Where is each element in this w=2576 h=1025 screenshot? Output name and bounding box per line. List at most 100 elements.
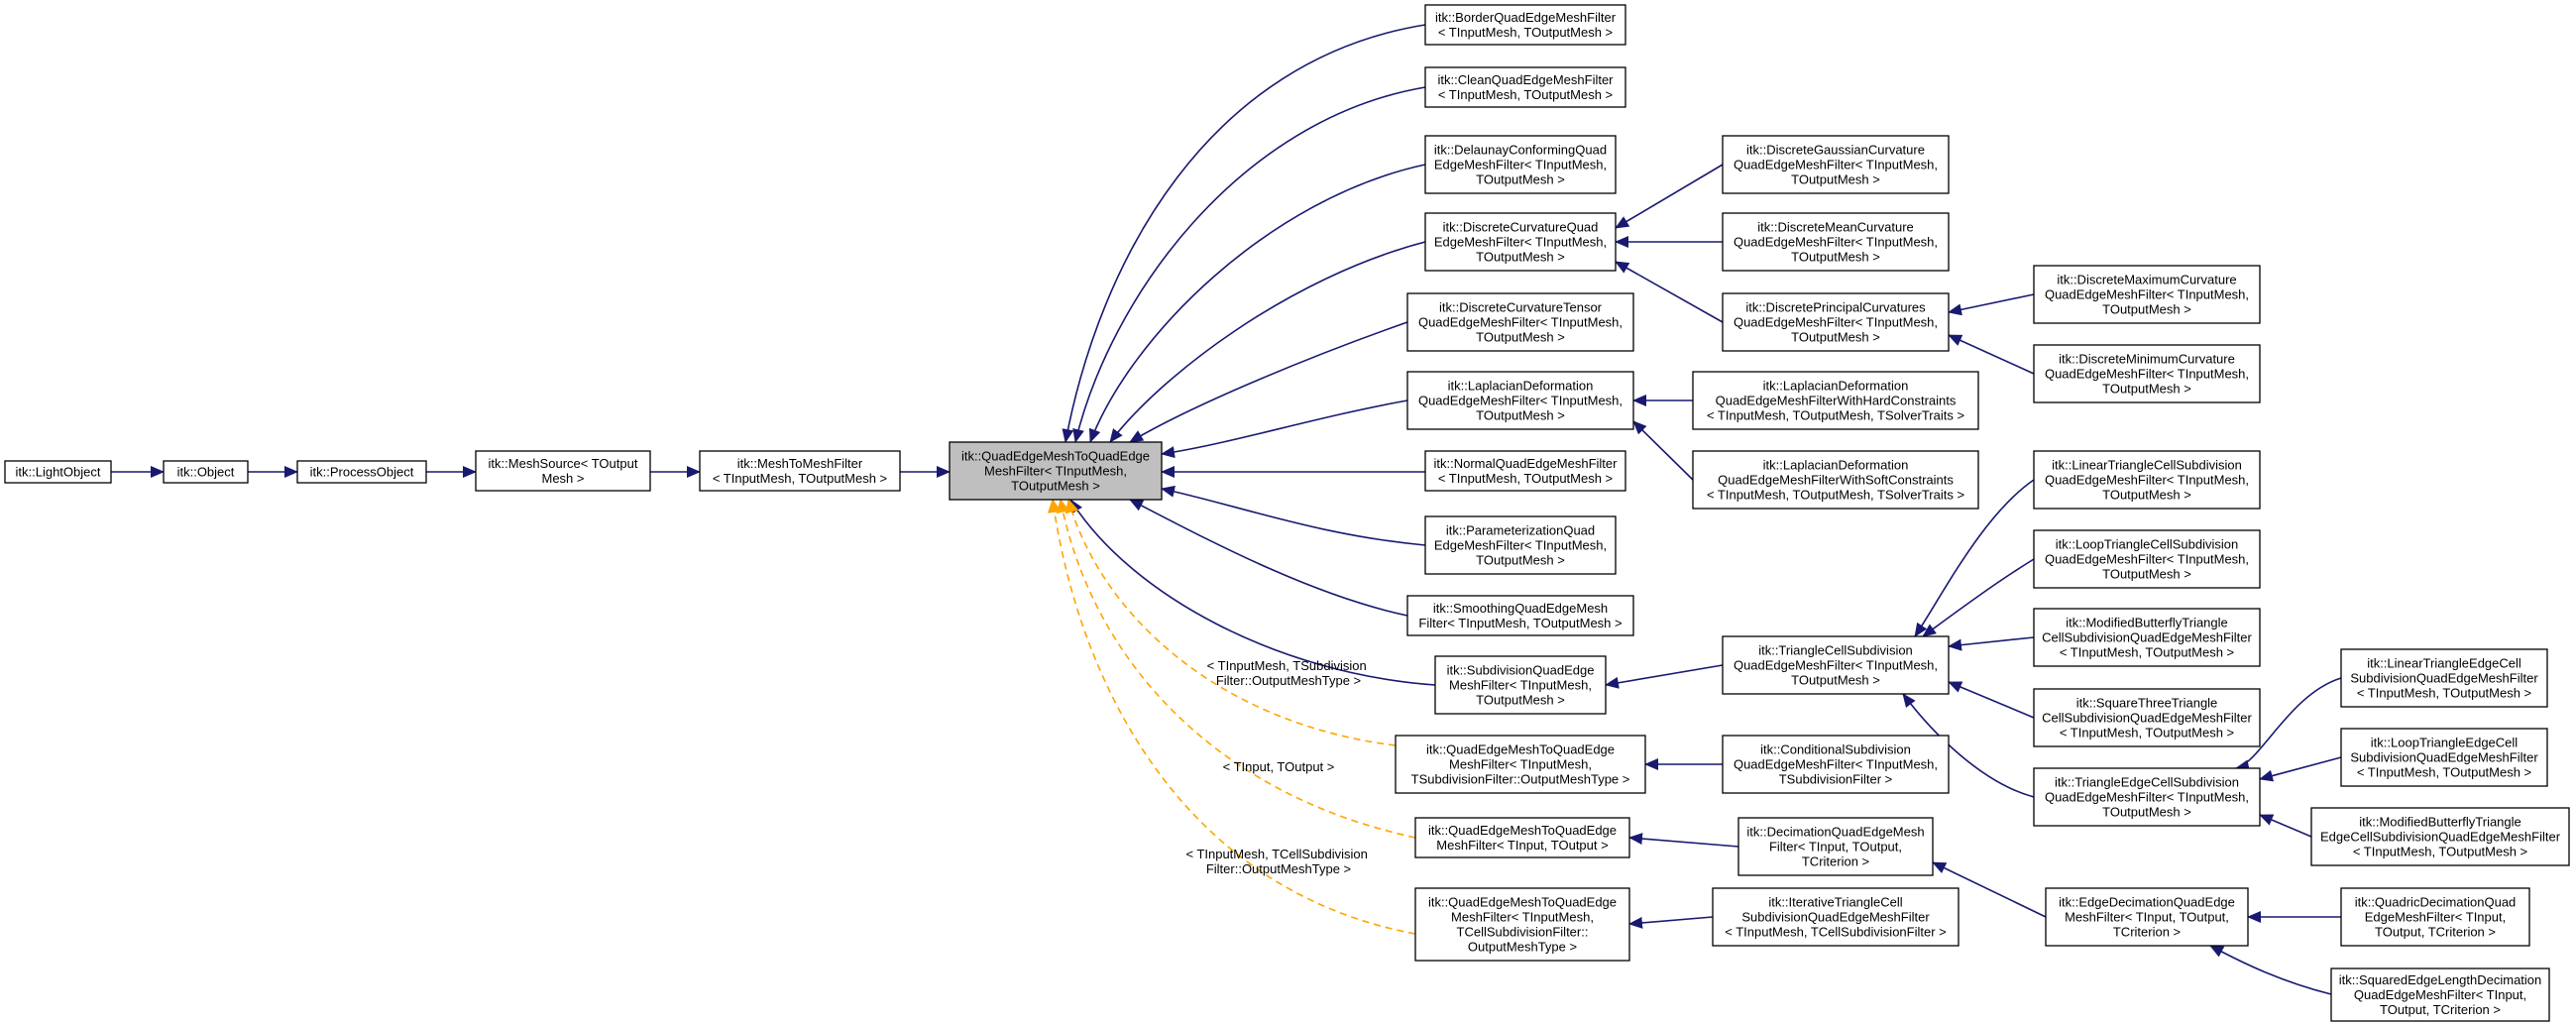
class-node-label: < TInputMesh, TOutputMesh, TSolverTraits… xyxy=(1707,408,1964,423)
class-node-box[interactable] xyxy=(1722,212,1950,272)
class-node-tricell[interactable]: itk::TriangleCellSubdivisionQuadEdgeMesh… xyxy=(1722,635,1950,695)
class-node-principal[interactable]: itk::DiscretePrincipalCurvaturesQuadEdge… xyxy=(1722,292,1950,352)
class-node-label: TOutputMesh > xyxy=(2102,382,2191,397)
class-node-box[interactable] xyxy=(1424,450,1626,492)
class-node-box[interactable] xyxy=(2033,450,2261,510)
class-node-box[interactable] xyxy=(475,450,651,492)
class-node-butterflyedge[interactable]: itk::ModifiedButterflyTriangleEdgeCellSu… xyxy=(2310,807,2570,866)
class-node-box[interactable] xyxy=(1424,4,1626,46)
class-node-laplacian[interactable]: itk::LaplacianDeformationQuadEdgeMeshFil… xyxy=(1406,371,1634,430)
inheritance-edge xyxy=(1072,86,1426,443)
class-node-gaussian[interactable]: itk::DiscreteGaussianCurvatureQuadEdgeMe… xyxy=(1722,135,1950,194)
class-node-meshtomeshfilter[interactable]: itk::MeshToMeshFilter< TInputMesh, TOutp… xyxy=(699,450,901,492)
class-node-box[interactable] xyxy=(2033,608,2261,667)
class-node-box[interactable] xyxy=(2033,688,2261,747)
class-node-normal[interactable]: itk::NormalQuadEdgeMeshFilter< TInputMes… xyxy=(1424,450,1626,492)
class-node-box[interactable] xyxy=(1424,135,1617,194)
class-node-label: itk::NormalQuadEdgeMeshFilter xyxy=(1434,456,1619,471)
inheritance-edge xyxy=(1129,321,1408,443)
class-node-label: itk::MeshSource< TOutput xyxy=(489,456,638,471)
class-node-box[interactable] xyxy=(2033,529,2261,589)
class-node-box[interactable] xyxy=(1692,371,1979,430)
class-node-border[interactable]: itk::BorderQuadEdgeMeshFilter< TInputMes… xyxy=(1424,4,1626,46)
class-node-box[interactable] xyxy=(2330,968,2550,1022)
class-node-box[interactable] xyxy=(1406,371,1634,430)
class-node-label: MeshFilter< TInput, TOutput > xyxy=(1436,838,1608,853)
class-node-triedge[interactable]: itk::TriangleEdgeCellSubdivisionQuadEdge… xyxy=(2033,767,2261,827)
class-node-label: EdgeMeshFilter< TInputMesh, xyxy=(1434,538,1607,553)
class-node-linearedge[interactable]: itk::LinearTriangleEdgeCellSubdivisionQu… xyxy=(2340,648,2548,708)
class-node-conditional[interactable]: itk::ConditionalSubdivisionQuadEdgeMeshF… xyxy=(1722,735,1950,794)
class-node-lightobject[interactable]: itk::LightObject xyxy=(4,460,112,484)
class-node-box[interactable] xyxy=(4,460,112,484)
class-node-laphard[interactable]: itk::LaplacianDeformationQuadEdgeMeshFil… xyxy=(1692,371,1979,430)
class-node-box[interactable] xyxy=(296,460,427,484)
class-node-box[interactable] xyxy=(2340,887,2530,947)
inheritance-edge xyxy=(1948,293,2035,316)
class-node-box[interactable] xyxy=(1722,135,1950,194)
class-node-box[interactable] xyxy=(699,450,901,492)
class-node-box[interactable] xyxy=(1692,450,1979,510)
class-node-mean[interactable]: itk::DiscreteMeanCurvatureQuadEdgeMeshFi… xyxy=(1722,212,1950,272)
class-node-box[interactable] xyxy=(1722,292,1950,352)
class-node-box[interactable] xyxy=(1722,735,1950,794)
class-node-box[interactable] xyxy=(1424,66,1626,108)
class-node-linearcell[interactable]: itk::LinearTriangleCellSubdivisionQuadEd… xyxy=(2033,450,2261,510)
class-node-box[interactable] xyxy=(1414,817,1630,858)
class-node-minimum[interactable]: itk::DiscreteMinimumCurvatureQuadEdgeMes… xyxy=(2033,344,2261,403)
edge-labels-layer: < TInputMesh, TSubdivision Filter::Outpu… xyxy=(1185,658,1367,876)
class-node-label: < TInputMesh, TOutputMesh > xyxy=(1438,25,1613,40)
class-node-discretetensor[interactable]: itk::DiscreteCurvatureTensorQuadEdgeMesh… xyxy=(1406,292,1634,352)
class-node-processobject[interactable]: itk::ProcessObject xyxy=(296,460,427,484)
class-node-box[interactable] xyxy=(1424,515,1617,575)
class-node-loopcell[interactable]: itk::LoopTriangleCellSubdivisionQuadEdge… xyxy=(2033,529,2261,589)
class-node-clean[interactable]: itk::CleanQuadEdgeMeshFilter< TInputMesh… xyxy=(1424,66,1626,108)
class-node-butterflycell[interactable]: itk::ModifiedButterflyTriangleCellSubdiv… xyxy=(2033,608,2261,667)
class-node-box[interactable] xyxy=(1406,595,1634,636)
class-node-box[interactable] xyxy=(2045,887,2249,947)
class-node-delaunay[interactable]: itk::DelaunayConformingQuadEdgeMeshFilte… xyxy=(1424,135,1617,194)
class-node-label: TCellSubdivisionFilter:: xyxy=(1457,925,1589,940)
class-node-box[interactable] xyxy=(1712,887,1960,947)
class-node-box[interactable] xyxy=(2033,344,2261,403)
class-node-label: TOutputMesh > xyxy=(2102,567,2191,582)
class-node-box[interactable] xyxy=(1395,735,1646,794)
class-node-box[interactable] xyxy=(1434,655,1607,715)
class-node-subdivision[interactable]: itk::SubdivisionQuadEdgeMeshFilter< TInp… xyxy=(1434,655,1607,715)
class-node-object[interactable]: itk::Object xyxy=(163,460,249,484)
class-node-label: itk::DiscreteMinimumCurvature xyxy=(2059,352,2235,367)
class-node-box[interactable] xyxy=(2310,807,2570,866)
class-node-box[interactable] xyxy=(2033,265,2261,324)
class-node-box xyxy=(949,441,1163,501)
class-node-box[interactable] xyxy=(2033,767,2261,827)
class-node-discretecurv[interactable]: itk::DiscreteCurvatureQuadEdgeMeshFilter… xyxy=(1424,212,1617,272)
template-instantiation-edge xyxy=(1056,499,1416,839)
inheritance-edge xyxy=(1922,558,2035,637)
class-node-box[interactable] xyxy=(163,460,249,484)
class-node-box[interactable] xyxy=(1414,887,1630,962)
class-node-box[interactable] xyxy=(1722,635,1950,695)
class-node-box[interactable] xyxy=(2340,728,2548,787)
class-node-maximum[interactable]: itk::DiscreteMaximumCurvatureQuadEdgeMes… xyxy=(2033,265,2261,324)
class-node-label: itk::ConditionalSubdivision xyxy=(1760,742,1911,757)
class-node-lapsoft[interactable]: itk::LaplacianDeformationQuadEdgeMeshFil… xyxy=(1692,450,1979,510)
class-node-loopedge[interactable]: itk::LoopTriangleEdgeCellSubdivisionQuad… xyxy=(2340,728,2548,787)
class-node-box[interactable] xyxy=(1406,292,1634,352)
class-node-box[interactable] xyxy=(1424,212,1617,272)
class-node-label: itk::ModifiedButterflyTriangle xyxy=(2066,616,2228,630)
class-node-box[interactable] xyxy=(2340,648,2548,708)
class-node-iterative[interactable]: itk::IterativeTriangleCellSubdivisionQua… xyxy=(1712,887,1960,947)
class-node-squarethree[interactable]: itk::SquareThreeTriangleCellSubdivisionQ… xyxy=(2033,688,2261,747)
class-node-meshsource[interactable]: itk::MeshSource< TOutputMesh > xyxy=(475,450,651,492)
class-node-param[interactable]: itk::ParameterizationQuadEdgeMeshFilter<… xyxy=(1424,515,1617,575)
class-node-box[interactable] xyxy=(1737,817,1934,876)
class-node-squarededge[interactable]: itk::SquaredEdgeLengthDecimationQuadEdge… xyxy=(2330,968,2550,1022)
class-node-quadric[interactable]: itk::QuadricDecimationQuadEdgeMeshFilter… xyxy=(2340,887,2530,947)
